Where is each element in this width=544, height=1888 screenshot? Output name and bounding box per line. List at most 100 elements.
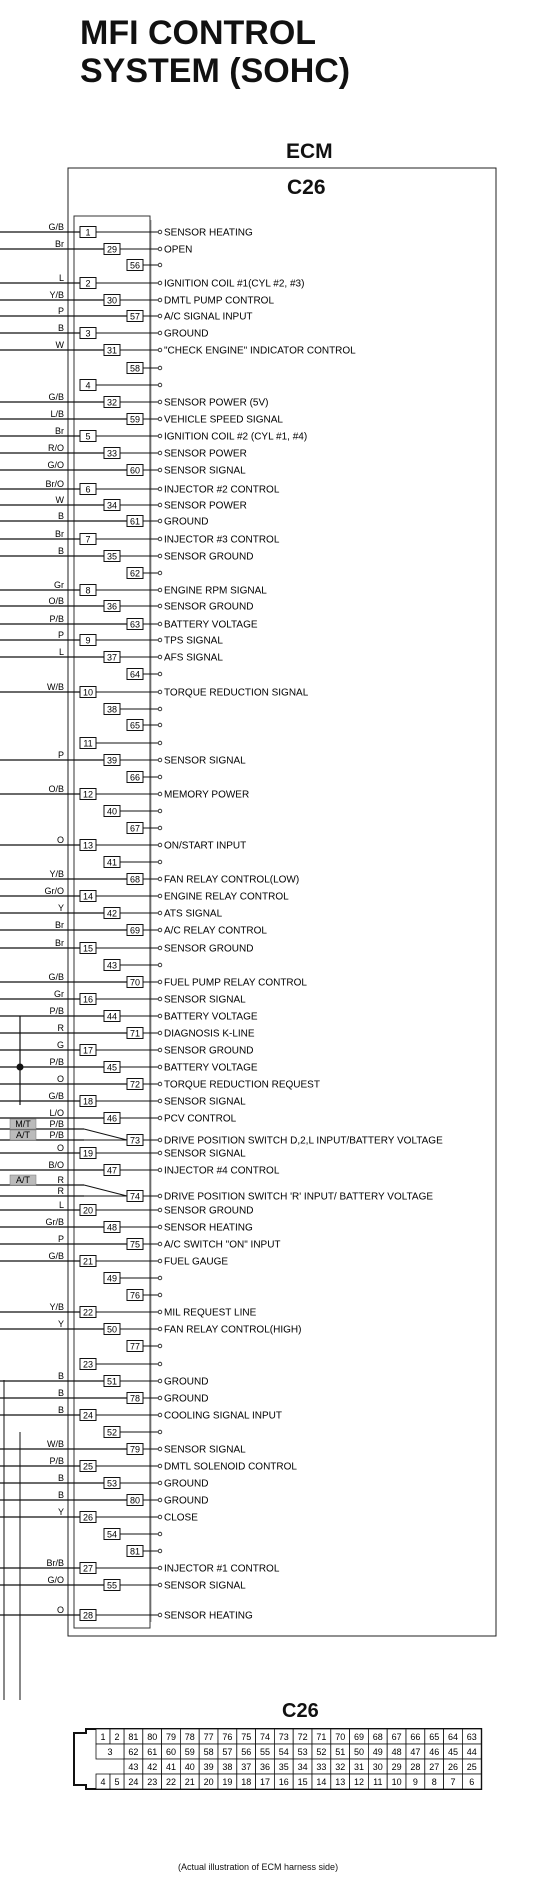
pin-number: 33: [107, 449, 117, 459]
signal-label: INJECTOR #2 CONTROL: [164, 485, 280, 496]
connector-cell: [95, 1743, 125, 1760]
wire-color-label: G/B: [48, 222, 64, 232]
pin-number: 32: [107, 398, 117, 408]
connection-point: [157, 262, 163, 268]
connector-pin-number: 2: [114, 1732, 119, 1742]
connector-pin-number: 24: [128, 1777, 138, 1787]
pin-number: 61: [130, 517, 140, 527]
signal-label: SENSOR SIGNAL: [164, 995, 246, 1006]
connection-point: [157, 757, 163, 763]
signal-label: DMTL SOLENOID CONTROL: [164, 1462, 297, 1473]
connector-pin-number: 27: [429, 1762, 439, 1772]
connector-pin-number: 22: [166, 1777, 176, 1787]
connection-point: [157, 722, 163, 728]
connector-pin-number: 73: [279, 1732, 289, 1742]
wire-color-label: O/B: [48, 784, 64, 794]
wire-color-label: B: [58, 546, 64, 556]
connector-pin-number: 10: [392, 1777, 402, 1787]
connection-point: [157, 1548, 163, 1554]
pin-number: 29: [107, 245, 117, 255]
pin-number: 62: [130, 569, 140, 579]
connection-point: [157, 1115, 163, 1121]
wire-color-label: O: [57, 1074, 64, 1084]
connection-point: [157, 1326, 163, 1332]
connection-point: [157, 365, 163, 371]
wire-color-label: W: [56, 340, 65, 350]
wire-color-label: Br: [55, 239, 64, 249]
wire-color-label: G: [57, 1040, 64, 1050]
connector-pin-number: 9: [413, 1777, 418, 1787]
option-tag: [9, 1118, 37, 1130]
signal-label: GROUND: [164, 1479, 208, 1490]
connection-point: [157, 1514, 163, 1520]
connection-point: [157, 1224, 163, 1230]
connection-point: [157, 1463, 163, 1469]
wire-color-label: W/B: [47, 682, 64, 692]
wire-color-label: Br: [55, 529, 64, 539]
signal-label: SENSOR SIGNAL: [164, 466, 246, 477]
wire-color-label: P/B: [49, 1119, 64, 1129]
wire-color-label: L: [59, 647, 64, 657]
switch-lead: [83, 1128, 128, 1141]
connection-point: [157, 671, 163, 677]
option-tag: [9, 1174, 37, 1186]
connector-pin-number: 81: [128, 1732, 138, 1742]
connection-point: [157, 399, 163, 405]
wire-color-label: L/B: [50, 409, 64, 419]
signal-label: INJECTOR #1 CONTROL: [164, 1564, 280, 1575]
wire-color-label: L/O: [49, 1108, 64, 1118]
pin-number: 25: [83, 1462, 93, 1472]
wire-color-label: Br/O: [45, 479, 64, 489]
connector-pin-number: 25: [467, 1762, 477, 1772]
connector-pin-number: 14: [316, 1777, 326, 1787]
connection-point: [157, 893, 163, 899]
connector-pin-number: 75: [241, 1732, 251, 1742]
wire-color-label: R/O: [48, 443, 64, 453]
connection-point: [157, 1258, 163, 1264]
signal-label: BATTERY VOLTAGE: [164, 620, 258, 631]
wire-color-label: Gr/O: [45, 886, 65, 896]
pin-number: 14: [83, 892, 93, 902]
connector-pin-number: 50: [354, 1747, 364, 1757]
connection-point: [157, 1446, 163, 1452]
connection-point: [157, 740, 163, 746]
wire-color-label: W: [56, 495, 65, 505]
pin-number: 22: [83, 1308, 93, 1318]
signal-label: SENSOR HEATING: [164, 1223, 253, 1234]
wire-color-label: Br: [55, 920, 64, 930]
connector-pin-number: 23: [147, 1777, 157, 1787]
connector-pin-number: 20: [204, 1777, 214, 1787]
connector-pin-number: 78: [185, 1732, 195, 1742]
signal-label: AFS SIGNAL: [164, 653, 223, 664]
connection-point: [157, 347, 163, 353]
wire-color-label: G/B: [48, 972, 64, 982]
connection-point: [157, 297, 163, 303]
connection-point: [157, 486, 163, 492]
pin-number: 70: [130, 978, 140, 988]
pin-number: 11: [83, 739, 92, 749]
connection-point: [157, 1275, 163, 1281]
pin-number: 15: [83, 944, 93, 954]
connector-pin-number: 19: [222, 1777, 232, 1787]
connector-pin-number: 61: [147, 1747, 157, 1757]
signal-label: SENSOR GROUND: [164, 1046, 253, 1057]
wire-color-label: P/B: [49, 1057, 64, 1067]
pin-number: 50: [107, 1325, 117, 1335]
pin-number: 63: [130, 620, 140, 630]
wire-color-label: R: [58, 1175, 65, 1185]
pin-number: 9: [85, 636, 90, 646]
pin-number: 58: [130, 364, 140, 374]
signal-label: ATS SIGNAL: [164, 909, 223, 920]
connection-point: [157, 962, 163, 968]
connector-pin-number: 18: [241, 1777, 251, 1787]
connection-point: [157, 246, 163, 252]
connector-pin-number: 55: [260, 1747, 270, 1757]
connector-pin-number: 28: [410, 1762, 420, 1772]
connector-pin-number: 29: [392, 1762, 402, 1772]
wire-color-label: L: [59, 1200, 64, 1210]
connector-cell: [461, 1773, 482, 1790]
wire-color-label: P: [58, 1234, 64, 1244]
signal-label: SENSOR SIGNAL: [164, 756, 246, 767]
pin-number: 19: [83, 1149, 93, 1159]
signal-label: SENSOR HEATING: [164, 228, 253, 239]
